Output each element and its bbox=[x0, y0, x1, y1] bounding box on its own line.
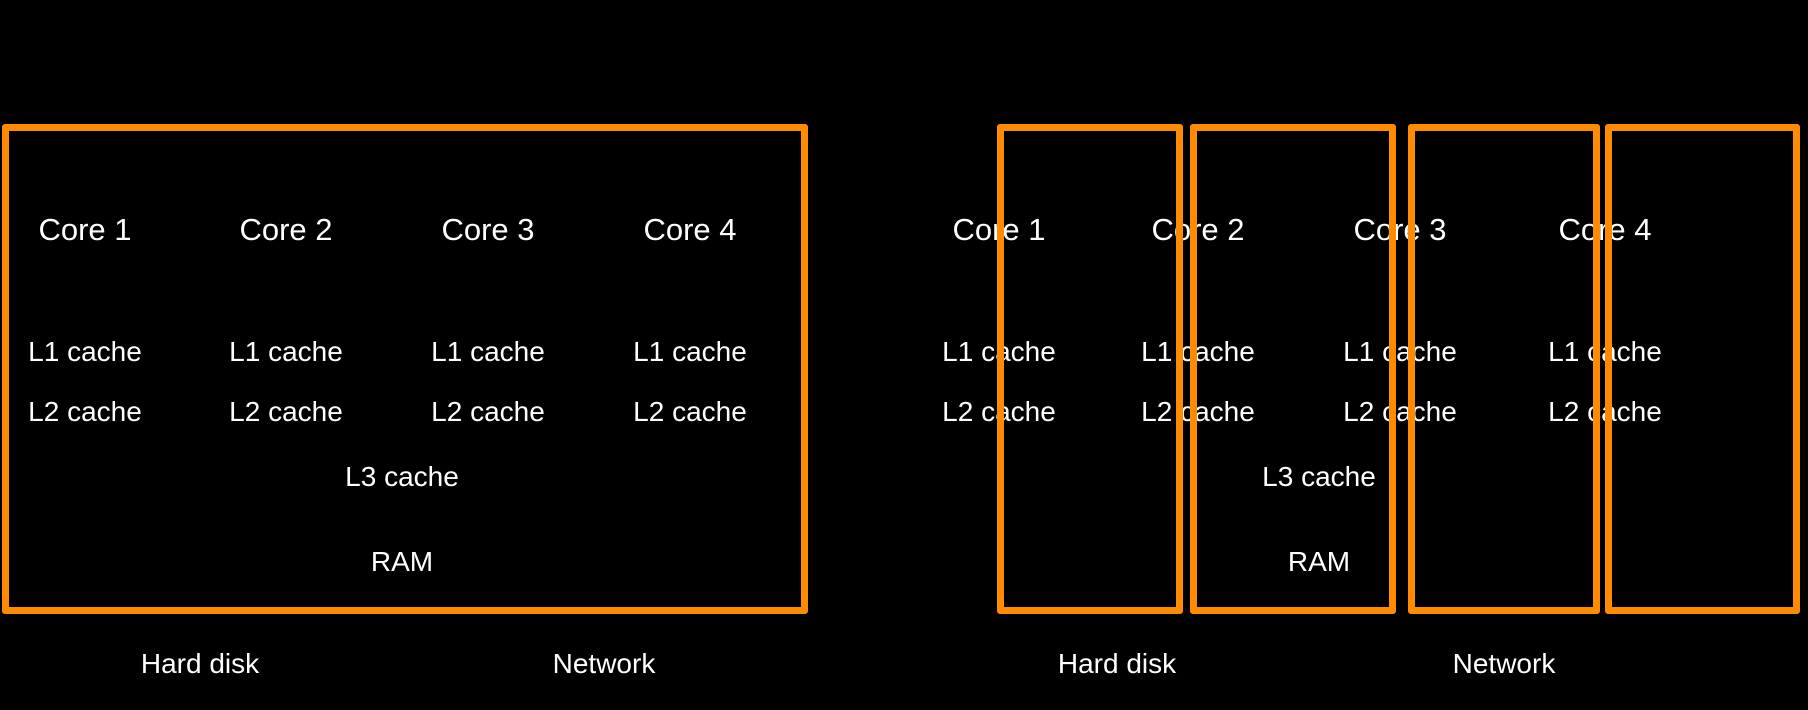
external-hard-disk: Hard disk bbox=[140, 648, 260, 679]
isolated-panel-box-layer bbox=[904, 0, 1808, 710]
shared-panel-text-layer: Core 1 Core 2 Core 3 Core 4 L1 cache L1 … bbox=[28, 212, 747, 679]
isolated-core-3-l2-cache: L2 cache bbox=[1343, 396, 1457, 427]
core-boundary-1[interactable] bbox=[997, 124, 1183, 614]
external-network: Network bbox=[552, 648, 656, 679]
isolated-shared-l3-cache: L3 cache bbox=[1262, 461, 1376, 492]
core-boundary-3[interactable] bbox=[1408, 124, 1600, 614]
isolated-core-2-l2-cache: L2 cache bbox=[1141, 396, 1255, 427]
shared-panel-box-layer bbox=[2, 124, 808, 614]
core-3-l2-cache: L2 cache bbox=[431, 396, 545, 427]
isolated-external-network: Network bbox=[1452, 648, 1556, 679]
core-boundary-2[interactable] bbox=[1190, 124, 1396, 614]
core-title-3: Core 3 bbox=[441, 212, 535, 247]
shared-ram: RAM bbox=[370, 546, 434, 577]
panel-per-core-boxes: Core 1 Core 2 Core 3 Core 4 L1 cache L1 … bbox=[904, 0, 1808, 710]
core-title-4: Core 4 bbox=[643, 212, 737, 247]
cpu-package-boundary[interactable] bbox=[2, 124, 808, 614]
core-boundary-4[interactable] bbox=[1605, 124, 1800, 614]
core-3-l1-cache: L1 cache bbox=[431, 336, 545, 367]
core-2-l1-cache: L1 cache bbox=[229, 336, 343, 367]
shared-l3-cache: L3 cache bbox=[345, 461, 459, 492]
core-1-l2-cache: L2 cache bbox=[28, 396, 142, 427]
isolated-core-title-4: Core 4 bbox=[1558, 212, 1652, 247]
core-4-l2-cache: L2 cache bbox=[633, 396, 747, 427]
isolated-external-hard-disk: Hard disk bbox=[1057, 648, 1177, 679]
core-2-l2-cache: L2 cache bbox=[229, 396, 343, 427]
isolated-core-2-l1-cache: L1 cache bbox=[1141, 336, 1255, 367]
core-title-1: Core 1 bbox=[38, 212, 132, 247]
isolated-core-4-l2-cache: L2 cache bbox=[1548, 396, 1662, 427]
panel-single-cpu-package: Core 1 Core 2 Core 3 Core 4 L1 cache L1 … bbox=[2, 124, 808, 679]
isolated-core-4-l1-cache: L1 cache bbox=[1548, 336, 1662, 367]
isolated-core-3-l1-cache: L1 cache bbox=[1343, 336, 1457, 367]
core-1-l1-cache: L1 cache bbox=[28, 336, 142, 367]
core-title-2: Core 2 bbox=[239, 212, 333, 247]
core-4-l1-cache: L1 cache bbox=[633, 336, 747, 367]
isolated-shared-ram: RAM bbox=[1287, 546, 1351, 577]
isolated-core-title-3: Core 3 bbox=[1353, 212, 1447, 247]
isolated-core-title-2: Core 2 bbox=[1151, 212, 1245, 247]
